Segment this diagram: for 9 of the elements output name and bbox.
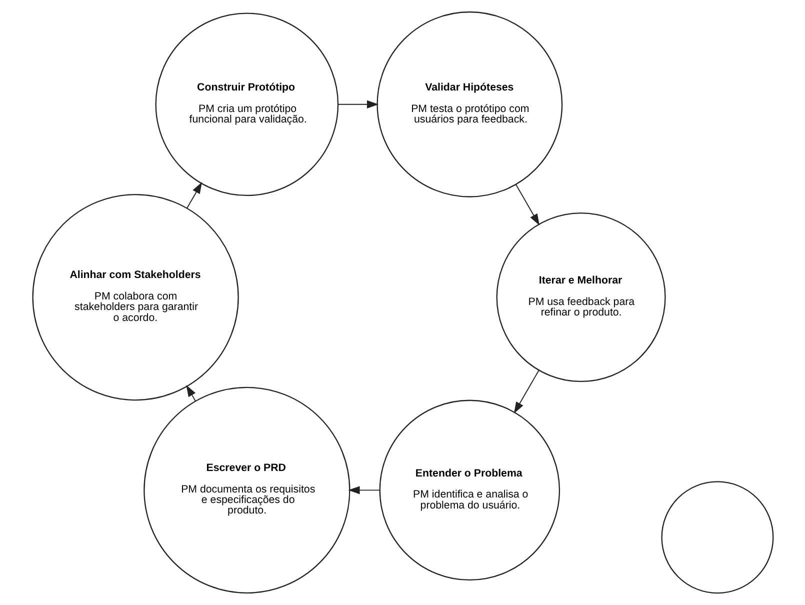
arrow [348, 486, 380, 494]
node-circle [660, 481, 774, 594]
arrow [513, 370, 539, 414]
arrow [186, 182, 202, 209]
arrow [186, 384, 196, 402]
node-circle: Validar Hipóteses PM testa o protótipo com usuários para feedback. [376, 11, 562, 198]
arrow [337, 100, 378, 108]
node-circle: Escrever o PRD PM documenta os requisitos e especificações do produto. [143, 386, 350, 594]
arrow [514, 184, 540, 226]
